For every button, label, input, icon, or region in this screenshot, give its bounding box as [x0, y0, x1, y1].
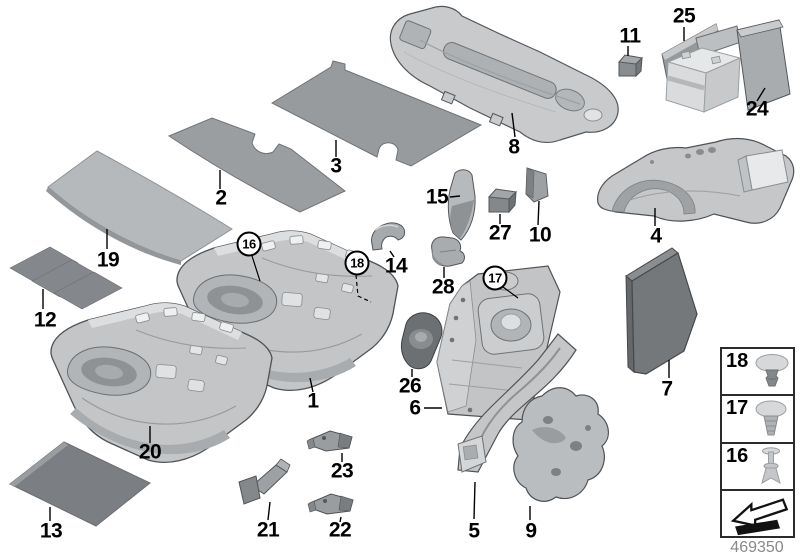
- part-15-shape: [447, 169, 476, 241]
- callout-17-circled[interactable]: 17: [482, 265, 508, 291]
- callout-3[interactable]: 3: [330, 154, 342, 178]
- callout-8[interactable]: 8: [508, 135, 520, 159]
- part-7-shape: [625, 247, 698, 375]
- callout-10[interactable]: 10: [528, 223, 552, 247]
- blind-rivet-icon: [750, 445, 792, 494]
- callout-27[interactable]: 27: [488, 221, 512, 245]
- callout-4[interactable]: 4: [650, 224, 662, 248]
- expanding-clip-icon: [750, 397, 792, 444]
- part-5-shape: [457, 333, 577, 473]
- callout-28[interactable]: 28: [431, 275, 455, 299]
- legend-item-17: 17: [722, 396, 793, 444]
- part-23-shape: [306, 430, 353, 452]
- diagram-number: 469350: [730, 539, 784, 556]
- legend-label-18: 18: [726, 350, 749, 372]
- callout-1[interactable]: 1: [307, 389, 319, 413]
- part-27-shape: [487, 188, 518, 214]
- part-11-shape: [618, 54, 644, 78]
- callout-13[interactable]: 13: [39, 519, 63, 543]
- mushroom-clip-icon: [750, 350, 792, 397]
- part-14-shape: [371, 222, 406, 251]
- legend-label-16: 16: [726, 444, 749, 467]
- callout-24[interactable]: 24: [745, 97, 769, 121]
- direction-arrow-icon: [725, 493, 793, 542]
- part-13-shape: [9, 441, 151, 527]
- callout-11[interactable]: 11: [619, 24, 641, 48]
- callout-18-circled[interactable]: 18: [344, 250, 370, 276]
- callout-9[interactable]: 9: [525, 519, 537, 543]
- callout-16-circled[interactable]: 16: [236, 231, 262, 257]
- fastener-legend: 18 17 16: [720, 347, 795, 538]
- part-28-shape: [431, 236, 465, 267]
- callout-19[interactable]: 19: [96, 248, 120, 272]
- part-12-shape: [9, 246, 123, 310]
- callout-12[interactable]: 12: [33, 308, 57, 332]
- callout-26[interactable]: 26: [398, 374, 422, 398]
- callout-21[interactable]: 21: [256, 518, 280, 542]
- part-10-shape: [525, 167, 549, 203]
- callout-2[interactable]: 2: [215, 186, 227, 210]
- callout-22[interactable]: 22: [328, 518, 352, 542]
- part-8-shape: [389, 5, 619, 144]
- part-22-shape: [307, 493, 354, 515]
- part-24-shape: [665, 19, 791, 113]
- callout-14[interactable]: 14: [384, 254, 408, 278]
- legend-item-18: 18: [722, 349, 793, 397]
- callout-15[interactable]: 15: [425, 185, 449, 209]
- legend-item-16: 16: [722, 444, 793, 491]
- part-2-shape: [167, 117, 346, 213]
- callout-23[interactable]: 23: [330, 459, 354, 483]
- leader-lines: [42, 27, 766, 523]
- legend-item-direction: [722, 491, 793, 536]
- part-4-shape: [597, 137, 795, 224]
- callout-20[interactable]: 20: [138, 440, 162, 464]
- callout-5[interactable]: 5: [468, 519, 480, 543]
- part-9-shape: [512, 387, 609, 502]
- callout-25[interactable]: 25: [672, 4, 696, 28]
- part-21-shape: [238, 458, 291, 505]
- legend-label-17: 17: [726, 397, 749, 420]
- part-3-shape: [270, 60, 483, 167]
- part-19-shape: [46, 150, 233, 265]
- callout-7[interactable]: 7: [661, 377, 673, 401]
- part-26-shape: [400, 312, 443, 370]
- callout-6[interactable]: 6: [409, 396, 421, 420]
